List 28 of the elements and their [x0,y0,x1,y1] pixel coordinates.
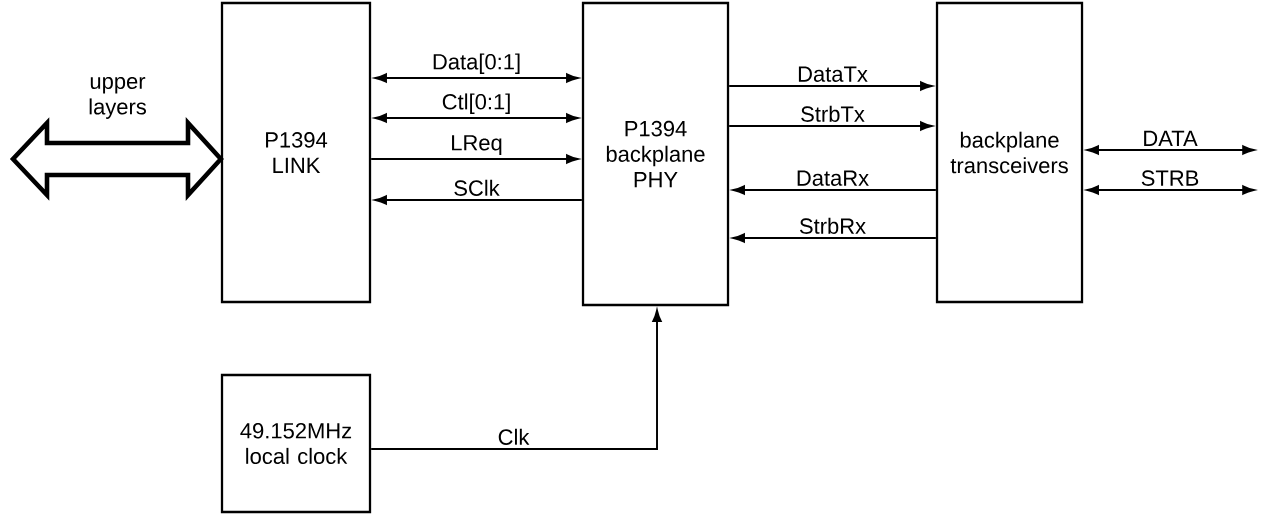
edge-label: DataTx [795,64,870,84]
arrow [1086,185,1255,195]
arrow [1086,145,1255,155]
edge-label: StrbTx [798,104,867,124]
edge-label: Clk [495,427,532,447]
arrow [374,73,579,83]
arrow [374,113,579,123]
block-box: P1394 LINK [220,1,372,304]
edge-label: LReq [448,133,505,157]
arrow [370,309,662,450]
block-box: P1394 backplane PHY [581,1,730,307]
edge-label: upper layers [89,77,146,119]
block-box: 49.152MHz local clock [220,373,372,514]
edge-label: DATA [1140,129,1200,148]
arrow [732,233,937,243]
edge-label: DataRx [794,168,871,188]
arrow [374,195,583,205]
edge-label: Data[0:1] [430,51,523,76]
arrow [728,81,933,91]
block-box: backplane transceivers [935,1,1084,304]
edge-label: STRB [1138,168,1202,188]
arrow [370,154,579,164]
edge-label: Ctl[0:1] [439,91,514,116]
double-arrow [9,117,224,201]
edge-label: SClk [451,178,502,198]
arrow [728,121,933,131]
arrow [732,185,937,195]
edge-label: StrbRx [797,216,868,236]
